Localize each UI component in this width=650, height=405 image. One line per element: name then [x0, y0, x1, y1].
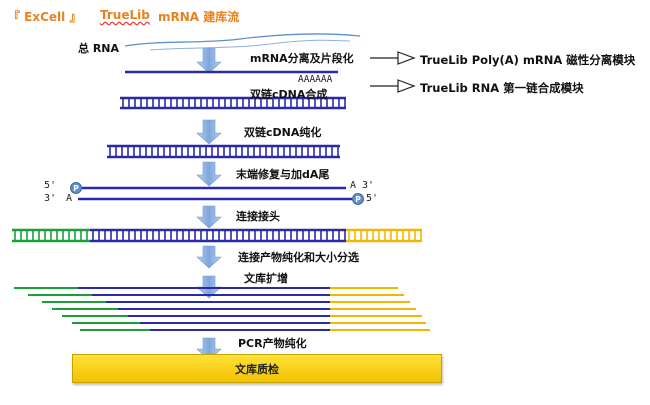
phosphate-left-icon — [70, 182, 82, 194]
polya-module-arrow — [370, 51, 416, 65]
adapter-ligated-fragment — [12, 228, 422, 243]
title-prefix: 『 ExCell 』 — [8, 10, 82, 24]
step-ligation-label: 连接接头 — [236, 210, 280, 223]
library-qc-label: 文库质检 — [235, 362, 279, 376]
flow-arrow-4 — [196, 205, 222, 229]
step-amplify-label: 文库扩增 — [244, 272, 288, 285]
rna-module-arrow — [370, 79, 416, 93]
ds-cdna-synthesized — [120, 96, 346, 110]
phosphate-right-label: P — [355, 195, 361, 204]
total-rna-strands — [124, 33, 361, 51]
flow-arrow-2 — [196, 119, 222, 145]
title-brand: TrueLib — [100, 8, 150, 22]
flow-arrow-3 — [196, 161, 222, 187]
adapter-right — [346, 228, 422, 243]
flow-arrow-5 — [196, 245, 222, 269]
phosphate-left-label: P — [73, 184, 79, 193]
end-left-a: A — [66, 193, 73, 204]
polya-module-label: TrueLib Poly(A) mRNA 磁性分离模块 — [420, 53, 636, 67]
step-ds-purify-label: 双链cDNA纯化 — [244, 126, 322, 139]
step-ligation-purify-label: 连接产物纯化和大小分选 — [238, 251, 359, 264]
cdna-ladders — [107, 96, 346, 159]
end-right-a: A — [350, 180, 357, 191]
polya-tail-label: AAAAAA — [298, 74, 333, 85]
ds-cdna-purified — [107, 144, 340, 159]
step-ds-synthesis-label: 双链cDNA合成 — [250, 88, 328, 101]
end-left-top: 5' — [44, 180, 57, 191]
adapter-left — [12, 228, 90, 243]
title-suffix: mRNA 建库流 — [158, 10, 240, 24]
library-qc-box: 文库质检 — [72, 354, 442, 383]
phosphate-right-icon — [352, 193, 364, 205]
end-right-bottom: 5' — [366, 193, 379, 204]
flow-arrows — [196, 47, 222, 361]
total-rna-label: 总 RNA — [78, 42, 120, 55]
ligated-insert — [90, 228, 346, 243]
flow-arrow-1 — [196, 47, 222, 74]
end-right-top: 3' — [362, 180, 375, 191]
step-fragment-label: mRNA分离及片段化 — [250, 52, 354, 65]
step-end-repair-label: 末端修复与加dA尾 — [236, 168, 330, 181]
amplified-library-strands — [14, 287, 430, 331]
step-pcr-purify-label: PCR产物纯化 — [238, 337, 307, 350]
end-left-bottom: 3' — [44, 193, 57, 204]
rna-module-label: TrueLib RNA 第一链合成模块 — [420, 81, 584, 95]
